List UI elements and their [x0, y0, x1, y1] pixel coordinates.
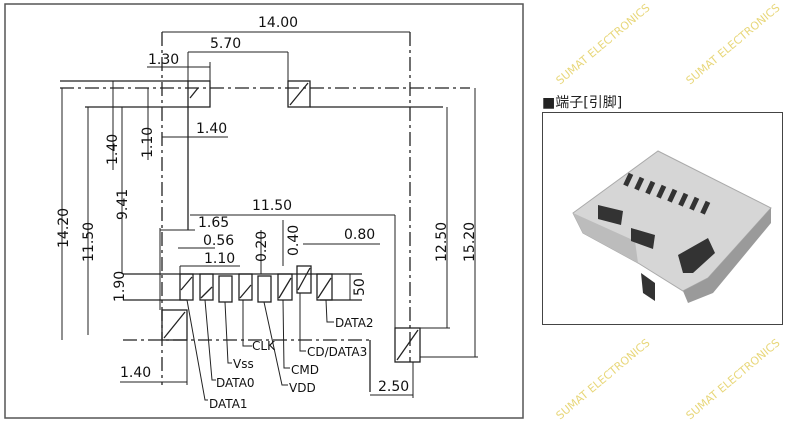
dim-pin-0-20: 0.20 [254, 231, 270, 262]
dim-pitch: 1.65 [198, 215, 229, 231]
pin-label-vss: Vss [233, 357, 254, 371]
dim-row-1-90: 1.90 [112, 271, 128, 302]
dim-overall-height: 14.20 [56, 208, 72, 248]
contact-pins [179, 265, 333, 303]
mount-pads [161, 80, 421, 363]
dim-pin-0-80: 0.80 [344, 227, 375, 243]
drawing-frame [4, 3, 524, 419]
pin-label-clk: CLK [252, 339, 276, 353]
pin-label-data2: DATA2 [335, 316, 374, 330]
dim-left-1-10: 1.10 [140, 127, 156, 158]
dim-bottom-2-50: 2.50 [378, 379, 409, 395]
dim-bottom-1-40: 1.40 [120, 365, 151, 381]
pin-label-cd-data3: CD/DATA3 [307, 345, 367, 359]
dim-left-1-40: 1.40 [105, 134, 121, 165]
pin-label-vdd: VDD [289, 381, 316, 395]
dim-inner-width: 11.50 [252, 198, 292, 214]
pin-label-data0: DATA0 [216, 376, 255, 390]
watermark: SUMAT ELECTRONICS [684, 336, 783, 422]
dim-left-9-41: 9.41 [115, 189, 131, 220]
photo-title: ■端子[引脚] [542, 95, 623, 111]
dim-pin-1-10: 1.10 [204, 251, 235, 267]
dim-pad-width: 1.30 [148, 52, 179, 68]
dimension-lines [61, 31, 478, 398]
dim-body-offset: 1.40 [196, 121, 227, 137]
dim-overall-width: 14.00 [258, 15, 298, 31]
dim-pin-0-40: 0.40 [286, 225, 302, 256]
pin-label-data1: DATA1 [209, 397, 248, 411]
watermark: SUMAT ELECTRONICS [554, 336, 653, 422]
dim-left-11-50: 11.50 [81, 222, 97, 262]
dim-right-12-50: 12.50 [434, 222, 450, 262]
dim-pin-height: 50 [352, 278, 368, 296]
connector-photo [542, 112, 783, 325]
watermark: SUMAT ELECTRONICS [554, 1, 653, 87]
pin-leaders [186, 293, 334, 401]
dim-pin-0-56: 0.56 [203, 233, 234, 249]
watermark: SUMAT ELECTRONICS [684, 1, 783, 87]
pin-label-cmd: CMD [291, 363, 319, 377]
dim-pad-spacing: 5.70 [210, 36, 241, 52]
dim-right-15-20: 15.20 [462, 222, 478, 262]
connector-image [572, 150, 772, 303]
